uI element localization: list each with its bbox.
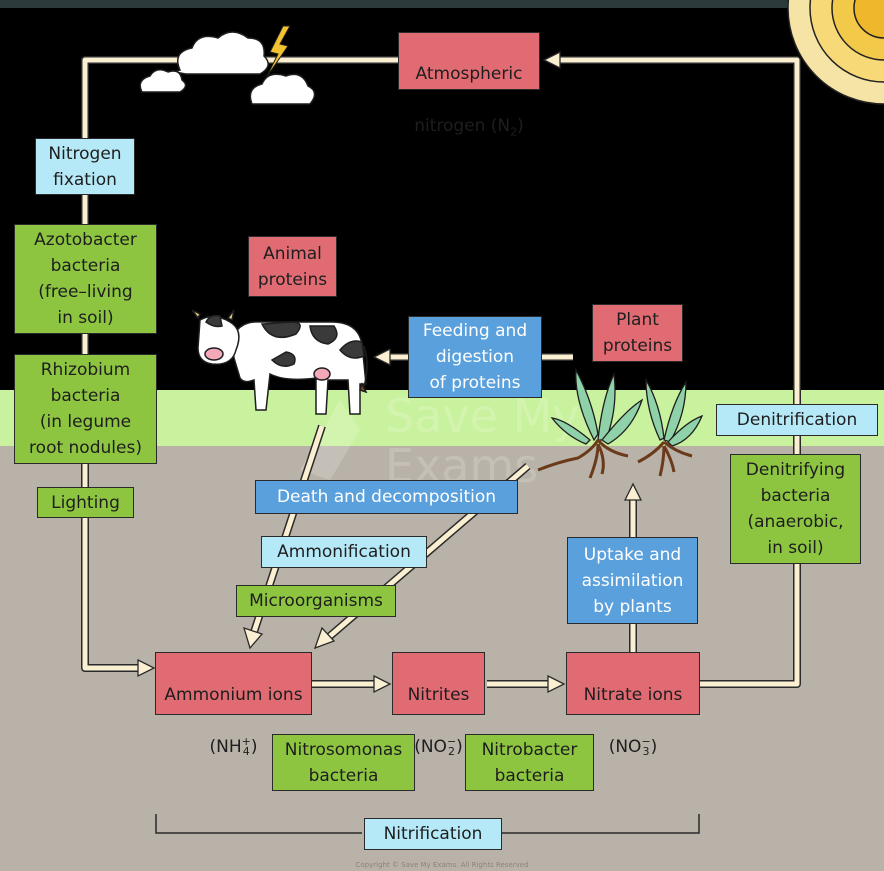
sun-icon (787, 0, 884, 105)
nitrites-line1: Nitrites (407, 685, 470, 705)
microorganisms-box: Microorganisms (236, 585, 396, 617)
nitrogen-fixation-box: Nitrogen fixation (35, 138, 135, 195)
cloud-icon (139, 31, 316, 105)
rhizobium-box: Rhizobium bacteria (in legume root nodul… (14, 354, 157, 464)
plant-icon (537, 367, 704, 479)
nitrification-bracket (155, 814, 700, 834)
lighting-box: Lighting (37, 487, 134, 518)
nitrites-formula: (NO−2) (414, 735, 463, 758)
copyright-text: Copyright © Save My Exams. All Rights Re… (355, 861, 529, 869)
azotobacter-box: Azotobacter bacteria (free–living in soi… (14, 224, 157, 334)
feeding-digestion-box: Feeding and digestion of proteins (408, 316, 542, 398)
death-decomposition-box: Death and decomposition (255, 480, 518, 514)
denitrification-box: Denitrification (716, 404, 878, 436)
ammonium-ions-box: Ammonium ions (NH+4) (155, 652, 312, 757)
animal-proteins-box: Animal proteins (248, 236, 337, 297)
ammonium-to-nitrites-arrow (312, 674, 392, 694)
nitrites-to-nitrate-arrow (487, 674, 566, 694)
ammonium-line1: Ammonium ions (164, 685, 303, 705)
nitrate-line1: Nitrate ions (583, 685, 683, 705)
lightning-icon (265, 25, 291, 79)
denitrifying-bacteria-box: Denitrifying bacteria (anaerobic, in soi… (730, 454, 861, 564)
nitrosomonas-box: Nitrosomonas bacteria (272, 734, 415, 791)
nitrate-ions-box: Nitrate ions (NO−3) (566, 652, 700, 757)
right-loop-arrow (542, 50, 801, 688)
svg-text:Save My: Save My (385, 389, 579, 443)
plant-proteins-box: Plant proteins (592, 304, 683, 362)
nitrification-box: Nitrification (364, 818, 502, 850)
cow-icon (191, 309, 368, 415)
atmospheric-nitrogen-box: Atmospheric nitrogen (N2) (398, 32, 540, 138)
nitrobacter-box: Nitrobacter bacteria (465, 734, 594, 791)
uptake-assimilation-box: Uptake and assimilation by plants (567, 537, 698, 624)
atmospheric-line2: nitrogen (N2) (414, 116, 524, 139)
nitrites-box: Nitrites (NO−2) (392, 652, 485, 757)
ammonification-box: Ammonification (261, 536, 427, 568)
atmospheric-line1: Atmospheric (415, 64, 523, 84)
nitrate-formula: (NO−3) (608, 735, 658, 758)
ammonium-formula: (NH+4) (209, 735, 258, 758)
